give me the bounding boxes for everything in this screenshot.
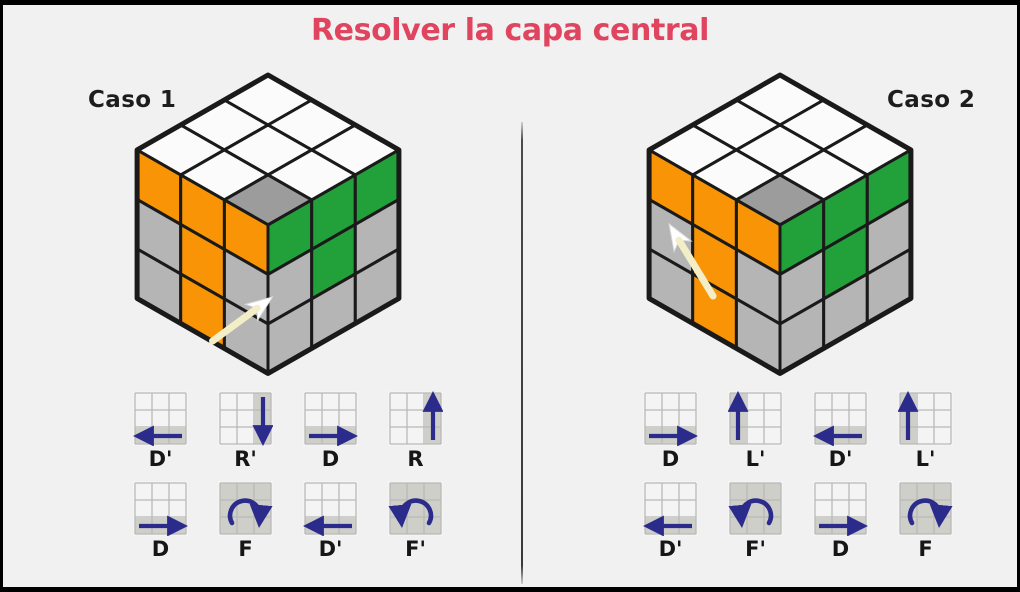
move-diagram-arrow-right <box>134 482 189 537</box>
move-notation-label: F' <box>405 537 426 562</box>
pointer-arrow <box>668 222 717 300</box>
move-face-grid <box>898 481 953 537</box>
move-row: D F D' F' <box>133 481 443 560</box>
move-diagram-rotate-cw <box>219 482 273 535</box>
move-step[interactable]: F <box>218 481 273 560</box>
move-diagram-arrow-down <box>219 392 274 447</box>
cube-diagram-case-2 <box>643 65 933 400</box>
move-diagram-arrow-up <box>727 390 782 445</box>
move-notation-label: F' <box>745 537 766 562</box>
move-diagram-arrow-left <box>642 482 697 537</box>
move-step[interactable]: D <box>133 481 189 562</box>
move-notation-label: D' <box>828 447 853 471</box>
move-face-grid <box>303 391 359 447</box>
case-1-label: Caso 1 <box>88 87 177 113</box>
move-step[interactable]: L' <box>727 390 783 471</box>
move-highlight-band <box>900 483 951 535</box>
move-notation-label: L' <box>745 447 766 471</box>
move-diagram-rotate-cw <box>899 482 953 535</box>
move-row: D' F' D F <box>642 481 953 562</box>
move-notation-label: L' <box>915 447 936 471</box>
move-arrow-rotate-cw <box>227 498 273 529</box>
move-step[interactable]: D' <box>812 391 868 471</box>
move-diagram-arrow-right <box>644 392 699 447</box>
move-notation-label: D <box>661 447 680 471</box>
rubiks-cube-svg <box>134 72 402 376</box>
move-step[interactable]: F' <box>388 481 443 560</box>
move-notation-label: D' <box>658 537 683 562</box>
move-face-grid <box>812 391 868 447</box>
cube-outline <box>134 72 402 376</box>
move-face-grid <box>218 481 273 537</box>
move-notation-label: R <box>407 447 424 471</box>
pointer-arrow-tail <box>209 304 261 345</box>
move-diagram-arrow-left <box>132 392 187 447</box>
move-step[interactable]: R' <box>218 391 274 471</box>
move-arrow-rotate-ccw <box>728 498 774 529</box>
move-row: D' R' D R <box>132 390 444 471</box>
move-face-grid <box>727 390 783 446</box>
move-notation-label: F <box>238 537 253 562</box>
move-step[interactable]: D' <box>302 481 358 562</box>
move-notation-label: R' <box>234 447 257 471</box>
move-step[interactable]: D <box>643 391 699 471</box>
move-diagram-arrow-left <box>302 482 357 537</box>
move-diagram-arrow-up <box>389 390 444 445</box>
move-notation-label: D <box>321 447 340 471</box>
move-face-grid <box>388 481 443 537</box>
move-step[interactable]: D' <box>132 391 188 471</box>
pointer-arrow <box>209 296 274 345</box>
pointer-arrow-tail <box>675 236 717 300</box>
move-highlight-band <box>390 483 441 535</box>
move-step[interactable]: L' <box>897 390 953 471</box>
move-step[interactable]: F <box>898 481 953 560</box>
cube-diagram-case-1 <box>131 65 421 400</box>
move-notation-label: D <box>151 537 170 562</box>
move-highlight-band <box>730 483 781 535</box>
move-step[interactable]: R <box>388 390 444 471</box>
case-2-label: Caso 2 <box>887 87 976 113</box>
move-face-grid <box>813 481 869 537</box>
vertical-divider <box>521 122 523 584</box>
move-notation-label: D' <box>148 447 173 471</box>
move-notation-label: D <box>831 537 850 562</box>
move-face-grid <box>642 481 698 537</box>
move-diagram-arrow-up <box>897 390 952 445</box>
move-diagram-arrow-right <box>814 482 869 537</box>
cube-outline <box>646 72 914 376</box>
move-sequence-case-1: D' R' D R D F D' F' <box>132 390 444 571</box>
page-title: Resolver la capa central <box>310 13 710 48</box>
slide-frame: Resolver la capa central Caso 1 Caso 2 D… <box>3 5 1017 587</box>
move-face-grid <box>388 390 444 446</box>
move-diagram-rotate-ccw <box>728 482 782 535</box>
move-step[interactable]: D <box>813 481 869 562</box>
move-face-grid <box>218 391 274 447</box>
move-face-grid <box>728 481 783 537</box>
move-face-grid <box>897 390 953 446</box>
move-diagram-arrow-right <box>304 392 359 447</box>
move-face-grid <box>133 481 189 537</box>
move-step[interactable]: D <box>303 391 359 471</box>
move-face-grid <box>643 391 699 447</box>
move-row: D L' D' L' <box>643 390 953 471</box>
move-face-grid <box>132 391 188 447</box>
move-diagram-arrow-left <box>812 392 867 447</box>
move-step[interactable]: F' <box>728 481 783 560</box>
move-arrow-rotate-cw <box>907 498 953 529</box>
move-step[interactable]: D' <box>642 481 698 562</box>
rubiks-cube-svg <box>646 72 914 376</box>
move-notation-label: F <box>918 537 933 562</box>
move-arrow-rotate-ccw <box>388 498 434 529</box>
move-sequence-case-2: D L' D' L' D' F' D F <box>642 390 953 571</box>
move-diagram-rotate-ccw <box>388 482 442 535</box>
move-highlight-band <box>220 483 271 535</box>
move-face-grid <box>302 481 358 537</box>
move-notation-label: D' <box>318 537 343 562</box>
